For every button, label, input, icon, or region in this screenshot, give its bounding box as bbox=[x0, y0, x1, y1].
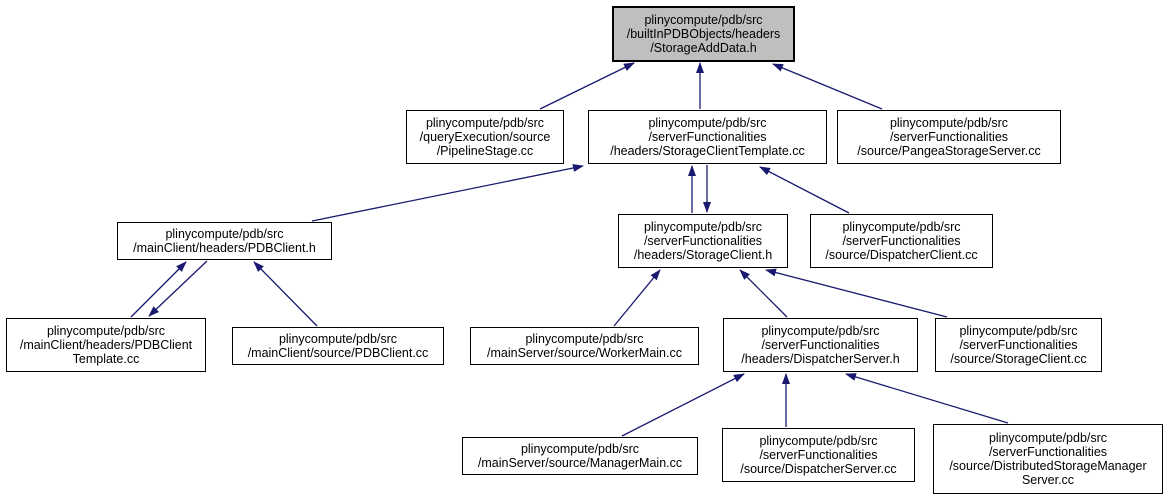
graph-node-storage-client-template-cc[interactable]: plinycompute/pdb/src/serverFunctionaliti… bbox=[588, 110, 827, 164]
node-label-line: plinycompute/pdb/src bbox=[525, 332, 644, 346]
edge-pdb-client-cc-to-pdb-client-h bbox=[253, 261, 318, 327]
node-label-line: plinycompute/pdb/src bbox=[643, 220, 763, 234]
node-label-line: plinycompute/pdb/src bbox=[165, 227, 284, 241]
graph-node-pdb-client-template-cc[interactable]: plinycompute/pdb/src/mainClient/headers/… bbox=[6, 318, 206, 372]
graph-node-pipeline-stage-cc[interactable]: plinycompute/pdb/src/queryExecution/sour… bbox=[406, 110, 564, 164]
edge-manager-main-cc-to-dispatcher-server-h bbox=[621, 373, 745, 437]
node-label-line: /serverFunctionalities bbox=[889, 130, 1009, 144]
node-label-line: Server.cc bbox=[1021, 473, 1075, 487]
node-label-line: /headers/StorageClientTemplate.cc bbox=[610, 144, 805, 158]
node-label-line: plinycompute/pdb/src bbox=[842, 220, 961, 234]
graph-node-pdb-client-h[interactable]: plinycompute/pdb/src/mainClient/headers/… bbox=[117, 222, 332, 260]
node-label-line: /serverFunctionalities bbox=[761, 338, 880, 352]
node-label-line: plinycompute/pdb/src bbox=[644, 13, 763, 27]
node-label-line: /queryExecution/source bbox=[419, 130, 551, 144]
graph-node-storage-add-data-h[interactable]: plinycompute/pdb/src/builtInPDBObjects/h… bbox=[612, 6, 795, 62]
node-label-line: plinycompute/pdb/src bbox=[520, 442, 640, 456]
edge-pdb-client-h-to-pdb-client-template-cc bbox=[148, 260, 208, 317]
node-label-line: /serverFunctionalities bbox=[842, 234, 961, 248]
node-label-line: /source/DistributedStorageManager bbox=[949, 459, 1147, 473]
node-label-line: /headers/DispatcherServer.h bbox=[741, 352, 900, 366]
node-label-line: plinycompute/pdb/src bbox=[46, 324, 166, 338]
graph-node-dispatcher-server-h[interactable]: plinycompute/pdb/src/serverFunctionaliti… bbox=[723, 318, 918, 372]
node-label-line: plinycompute/pdb/src bbox=[278, 332, 398, 346]
node-label-line: plinycompute/pdb/src bbox=[959, 324, 1078, 338]
edge-distributed-storage-manager-server-cc-to-dispatcher-server-h bbox=[845, 373, 1009, 424]
node-label-line: /mainClient/headers/PDBClient.h bbox=[133, 241, 316, 255]
node-label-line: /serverFunctionalities bbox=[648, 130, 767, 144]
edge-pangea-storage-server-cc-to-storage-add-data-h bbox=[772, 63, 883, 110]
node-label-line: /mainServer/source/WorkerMain.cc bbox=[487, 346, 682, 360]
node-label-line: plinycompute/pdb/src bbox=[425, 116, 545, 130]
node-label-line: /source/DispatcherServer.cc bbox=[740, 462, 897, 476]
node-label-line: /serverFunctionalities bbox=[759, 448, 878, 462]
edge-pdb-client-h-to-storage-client-template-cc bbox=[311, 164, 584, 222]
node-label-line: /headers/StorageClient.h bbox=[633, 248, 773, 262]
node-label-line: plinycompute/pdb/src bbox=[761, 324, 880, 338]
edge-dispatcher-client-cc-to-storage-client-template-cc bbox=[759, 166, 850, 214]
graph-node-pdb-client-cc[interactable]: plinycompute/pdb/src/mainClient/source/P… bbox=[232, 327, 444, 365]
graph-node-dispatcher-client-cc[interactable]: plinycompute/pdb/src/serverFunctionaliti… bbox=[810, 214, 993, 268]
node-label-line: /source/StorageClient.cc bbox=[950, 352, 1087, 366]
node-label-line: plinycompute/pdb/src bbox=[988, 431, 1108, 445]
node-label-line: /mainClient/source/PDBClient.cc bbox=[247, 346, 429, 360]
node-label-line: plinycompute/pdb/src bbox=[759, 434, 878, 448]
node-label-line: plinycompute/pdb/src bbox=[648, 116, 767, 130]
graph-node-storage-client-h[interactable]: plinycompute/pdb/src/serverFunctionaliti… bbox=[618, 214, 788, 268]
graph-node-distributed-storage-manager-server-cc[interactable]: plinycompute/pdb/src/serverFunctionaliti… bbox=[933, 424, 1163, 494]
edge-pdb-client-template-cc-to-pdb-client-h bbox=[130, 261, 187, 318]
node-label-line: /serverFunctionalities bbox=[959, 338, 1078, 352]
node-label-line: /mainClient/headers/PDBClient bbox=[19, 338, 193, 352]
node-label-line: /serverFunctionalities bbox=[643, 234, 763, 248]
node-label-line: /mainServer/source/ManagerMain.cc bbox=[477, 456, 683, 470]
node-label-line: plinycompute/pdb/src bbox=[889, 116, 1009, 130]
node-label-line: /serverFunctionalities bbox=[988, 445, 1108, 459]
graph-node-pangea-storage-server-cc[interactable]: plinycompute/pdb/src/serverFunctionaliti… bbox=[837, 110, 1061, 164]
edge-worker-main-cc-to-storage-client-h bbox=[613, 269, 661, 327]
node-label-line: /builtInPDBObjects/headers bbox=[626, 27, 781, 41]
node-label-line: Template.cc bbox=[72, 352, 140, 366]
graph-node-dispatcher-server-cc[interactable]: plinycompute/pdb/src/serverFunctionaliti… bbox=[722, 428, 915, 482]
edge-dispatcher-server-h-to-storage-client-h bbox=[739, 269, 788, 318]
graph-node-storage-client-cc[interactable]: plinycompute/pdb/src/serverFunctionaliti… bbox=[935, 318, 1102, 372]
node-label-line: /StorageAddData.h bbox=[650, 41, 757, 55]
node-label-line: /PipelineStage.cc bbox=[436, 144, 534, 158]
graph-node-manager-main-cc[interactable]: plinycompute/pdb/src/mainServer/source/M… bbox=[462, 437, 698, 475]
node-label-line: /source/PangeaStorageServer.cc bbox=[857, 144, 1041, 158]
graph-node-worker-main-cc[interactable]: plinycompute/pdb/src/mainServer/source/W… bbox=[470, 327, 699, 365]
edge-storage-client-cc-to-storage-client-h bbox=[765, 268, 948, 318]
edge-pipeline-stage-cc-to-storage-add-data-h bbox=[539, 62, 635, 110]
node-label-line: /source/DispatcherClient.cc bbox=[825, 248, 978, 262]
